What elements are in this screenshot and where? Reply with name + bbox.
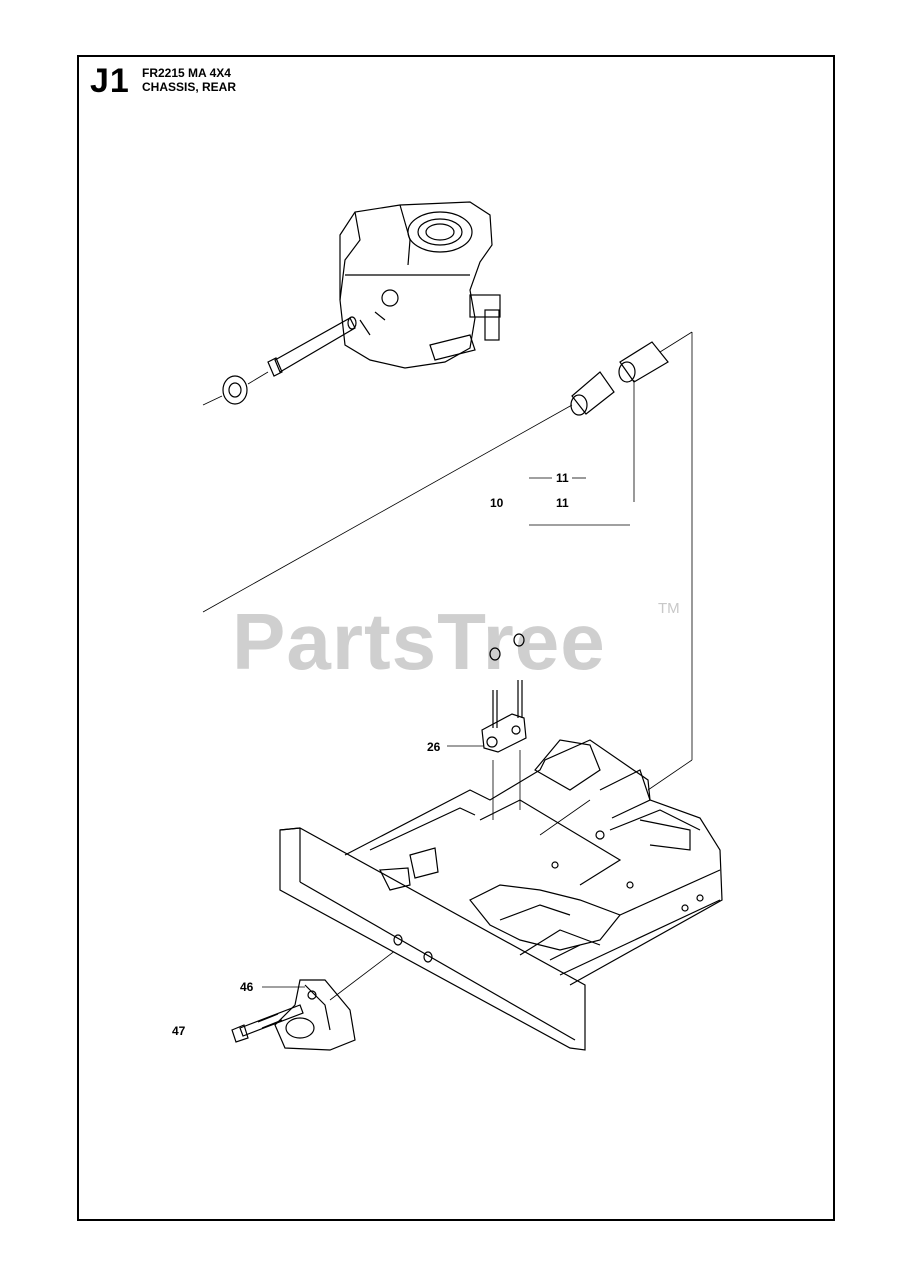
hitch-bracket-part (274, 979, 356, 1051)
model-name: FR2215 MA 4X4 (142, 66, 231, 80)
fastener-parts (481, 633, 527, 753)
callout-11-lower: 11 (556, 496, 569, 510)
bushing-parts (570, 341, 669, 416)
leader-lines (202, 331, 693, 1001)
diagram-frame (77, 55, 835, 1221)
transmission-part (339, 201, 501, 369)
axle-pin-part (202, 316, 357, 406)
rear-chassis-frame (279, 739, 723, 1051)
callout-47: 47 (172, 1024, 186, 1038)
callout-26: 26 (427, 740, 441, 754)
page-code: J1 (90, 62, 130, 100)
callout-10: 10 (490, 496, 504, 510)
hitch-bolt-part (231, 1004, 304, 1043)
watermark-text: PartsTree (232, 597, 606, 686)
section-title: CHASSIS, REAR (142, 80, 237, 94)
callout-46: 46 (240, 980, 254, 994)
callout-11-upper: 11 (556, 471, 569, 485)
watermark-trademark: TM (658, 600, 680, 617)
